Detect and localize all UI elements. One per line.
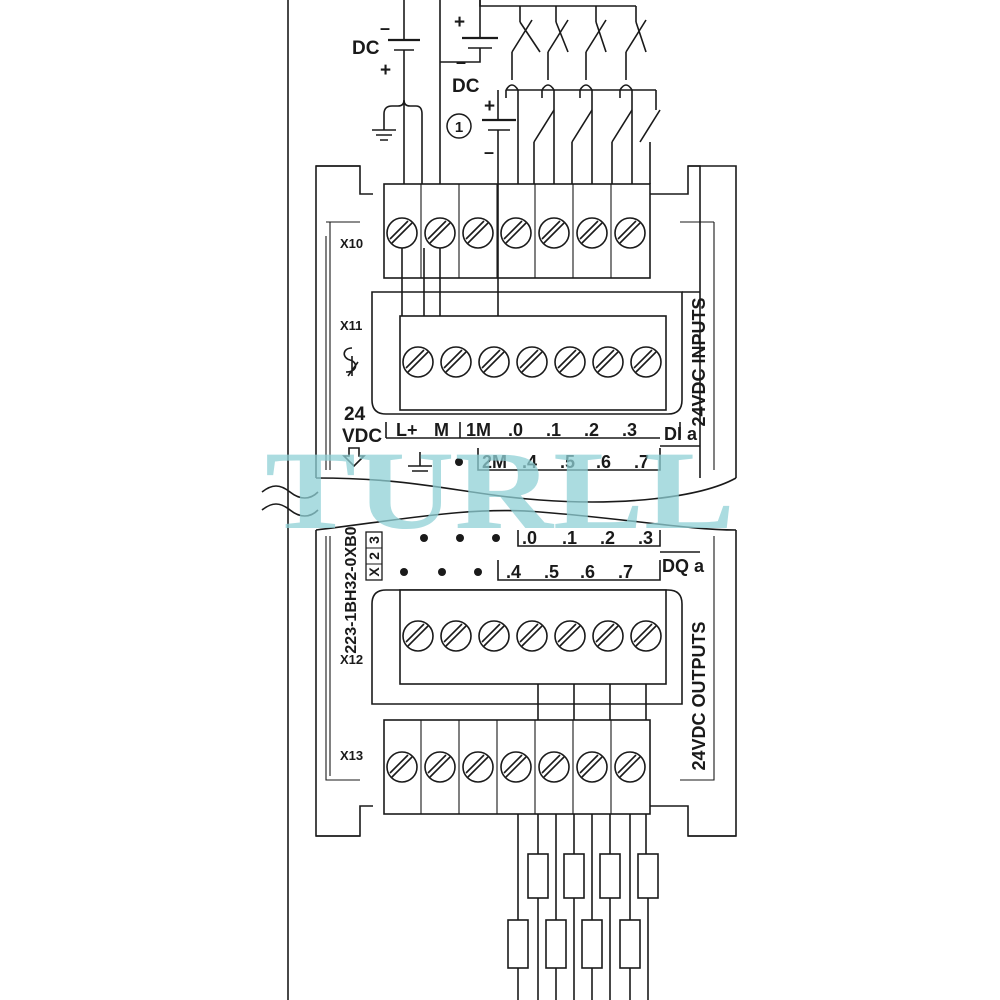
outputs-side-label: 24VDC OUTPUTS — [689, 621, 709, 770]
ground-icon — [408, 452, 432, 472]
connector-labels: X10 X11 X12 X13 — [340, 236, 363, 763]
output-label-1: .1 — [562, 528, 577, 548]
output-label-4: .4 — [506, 562, 521, 582]
version-box-x: X — [366, 567, 382, 577]
input-labels: L+ M 1M .0 .1 .2 .3 DI a 2M .4 .5 .6 .7 … — [385, 297, 709, 472]
minus-label-3: – — [484, 142, 494, 162]
output-group-label: DQ a — [662, 556, 705, 576]
power-unit: VDC — [342, 426, 382, 447]
input-label-6: .6 — [596, 452, 611, 472]
connector-x11-label: X11 — [340, 318, 362, 333]
plus-label-3: + — [484, 96, 495, 117]
terminal-block-x13 — [383, 719, 651, 815]
terminal-block-x11 — [371, 291, 700, 415]
connector-x12-label: X12 — [340, 652, 363, 667]
terminal-block-x10 — [383, 183, 651, 279]
input-label-3: .3 — [622, 420, 637, 440]
supply-labels: DC – + + – DC + – 1 — [352, 12, 495, 162]
output-label-2: .2 — [600, 528, 615, 548]
input-label-lplus: L+ — [396, 420, 418, 440]
input-label-1: .1 — [546, 420, 561, 440]
connector-x10-label: X10 — [340, 236, 363, 251]
order-number: 223-1BH32-0XB0 — [343, 526, 360, 653]
dc-label-1: DC — [352, 38, 380, 59]
input-label-2: .2 — [584, 420, 599, 440]
manufacturer-logo-icon — [343, 347, 359, 377]
x10-screws — [386, 217, 646, 249]
minus-label-1: – — [380, 18, 390, 38]
output-label-6: .6 — [580, 562, 595, 582]
module-id: 223-1BH32-0XB0 X 2 3 — [343, 526, 383, 654]
output-label-5: .5 — [544, 562, 559, 582]
input-group-label: DI a — [664, 424, 698, 444]
output-wiring — [507, 684, 659, 1000]
module-housing-bottom — [315, 530, 737, 837]
plus-label-2: + — [454, 12, 465, 33]
minus-label-2: – — [456, 52, 466, 72]
version-box-3: 3 — [366, 536, 382, 544]
plus-label-1: + — [380, 60, 391, 81]
dc-label-2: DC — [452, 76, 480, 97]
output-labels: .0 .1 .2 .3 DQ a .4 .5 .6 .7 24VDC OUTPU… — [400, 528, 709, 771]
note-marker-circle — [446, 113, 472, 139]
inputs-side-label: 24VDC INPUTS — [689, 297, 709, 426]
input-label-4: .4 — [522, 452, 537, 472]
power-voltage: 24 — [344, 404, 366, 425]
input-label-2m: 2M — [482, 452, 507, 472]
input-wiring — [372, 0, 661, 316]
version-box-2: 2 — [366, 552, 382, 560]
module-housing-top — [287, 0, 737, 1000]
terminal-block-x12 — [371, 589, 683, 705]
watermark: TURLL — [265, 429, 735, 553]
power-label: 24 VDC — [342, 404, 463, 472]
output-label-0: .0 — [522, 528, 537, 548]
break-lines — [261, 477, 737, 531]
note-marker-text: 1 — [455, 119, 463, 136]
output-label-3: .3 — [638, 528, 653, 548]
input-label-5: .5 — [560, 452, 575, 472]
input-label-1m: 1M — [466, 420, 491, 440]
connector-x13-label: X13 — [340, 748, 363, 763]
input-label-m: M — [434, 420, 449, 440]
bullet-dot — [455, 458, 463, 466]
input-label-7: .7 — [634, 452, 649, 472]
output-label-7: .7 — [618, 562, 633, 582]
input-label-0: .0 — [508, 420, 523, 440]
arrow-down-icon — [342, 447, 366, 468]
